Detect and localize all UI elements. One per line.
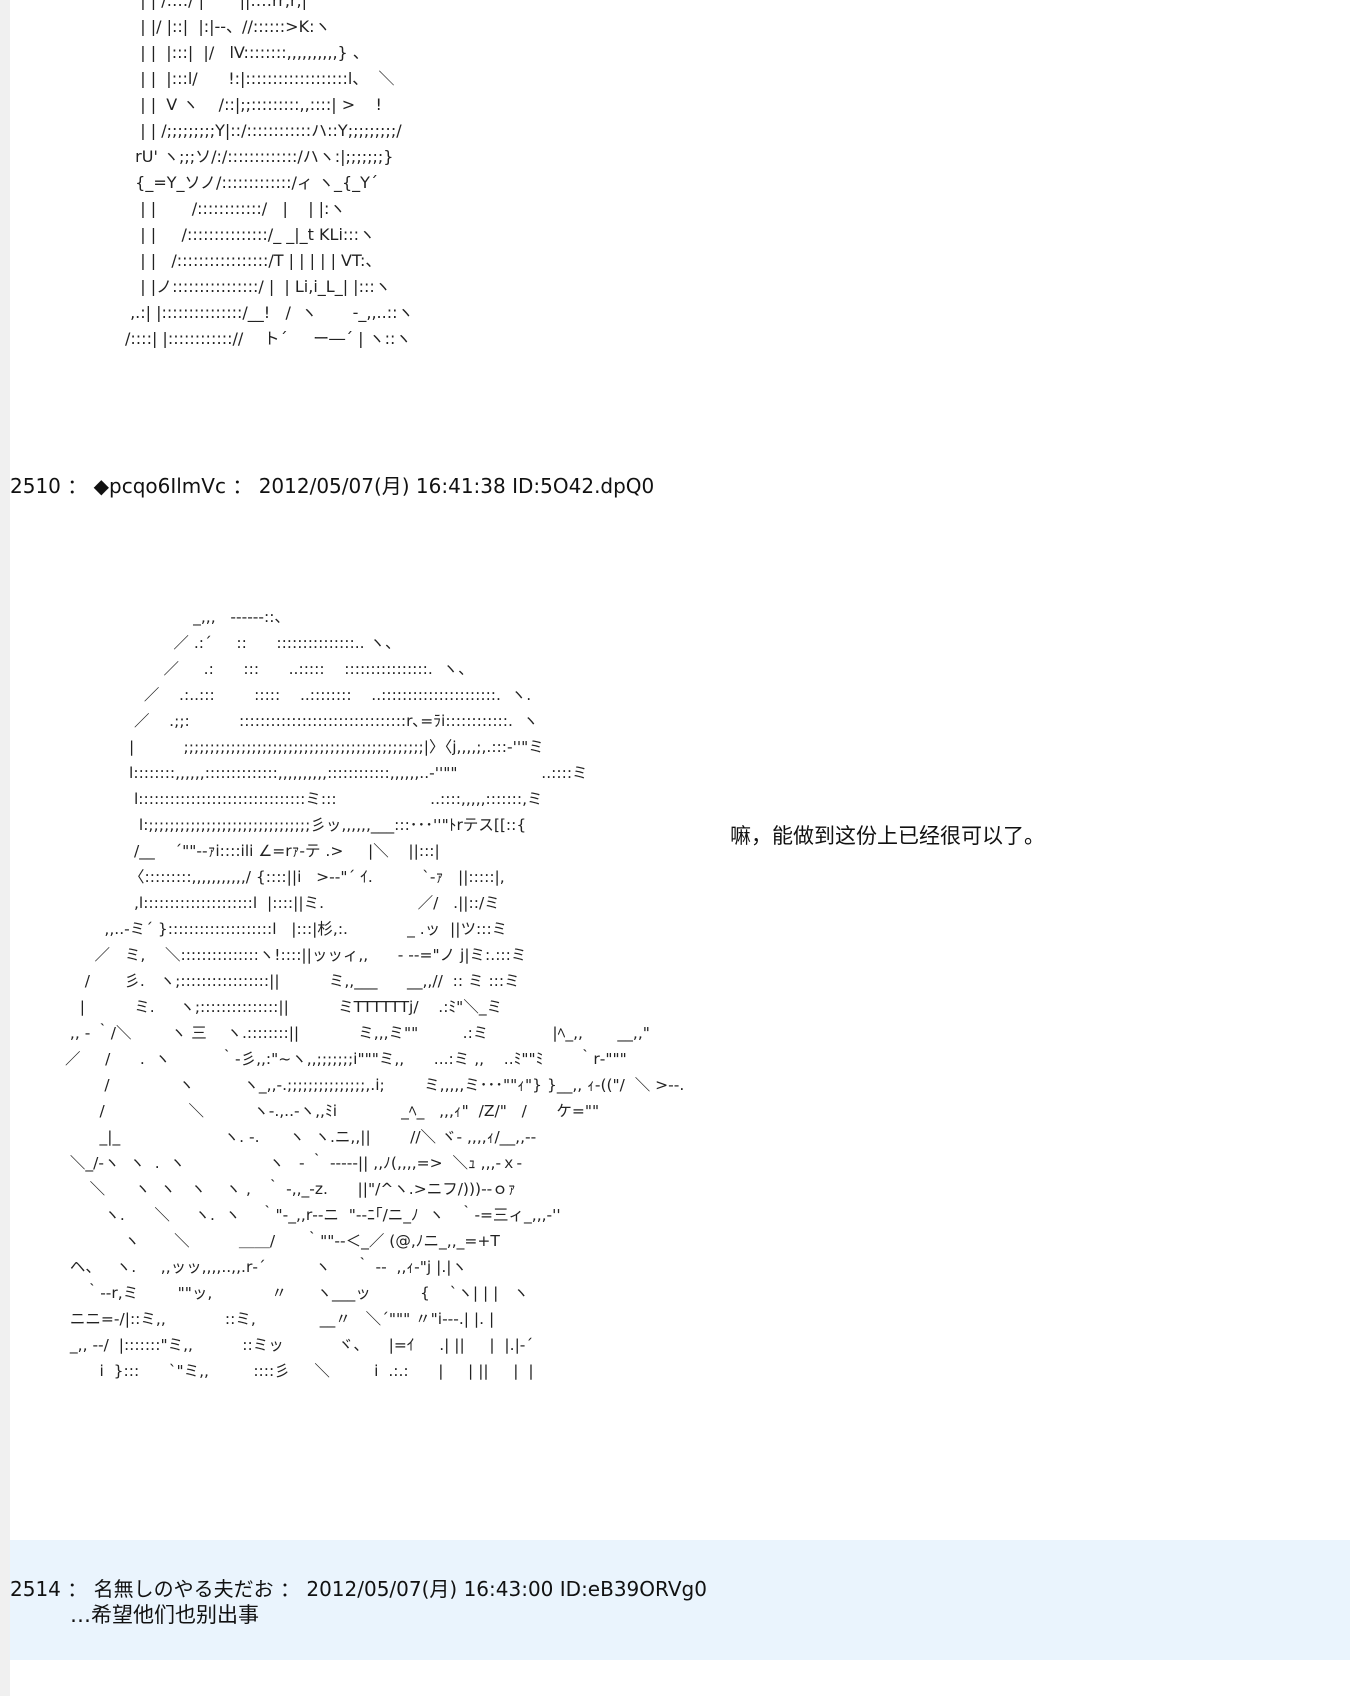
- poster-trip: ◆pcqo6IlmVc: [93, 474, 226, 498]
- thread-page: | | /::::/ | ||::::rr,r,| | |/ |::| |:|-…: [10, 0, 1350, 1696]
- post-number[interactable]: 2510: [10, 474, 61, 498]
- poster-id[interactable]: ID:eB39ORVg0: [559, 1577, 707, 1601]
- post-separator: ：: [67, 1577, 88, 1601]
- post-header-2514: 2514 ： 名無しのやる夫だお ： 2012/05/07(月) 16:43:0…: [10, 1576, 707, 1602]
- post-separator: ：: [232, 474, 253, 498]
- post-header-2510: 2510 ： ◆pcqo6IlmVc ： 2012/05/07(月) 16:41…: [10, 473, 654, 499]
- poster-id[interactable]: ID:5O42.dpQ0: [512, 474, 655, 498]
- post-separator: ：: [67, 474, 88, 498]
- post-date: 2012/05/07(月) 16:41:38: [258, 474, 506, 498]
- ascii-art-top: | | /::::/ | ||::::rr,r,| | |/ |::| |:|-…: [125, 0, 414, 348]
- post-number[interactable]: 2514: [10, 1577, 61, 1601]
- post-separator: ：: [279, 1577, 300, 1601]
- post-date: 2012/05/07(月) 16:43:00: [306, 1577, 554, 1601]
- poster-name: 名無しのやる夫だお: [93, 1577, 274, 1601]
- ascii-art-main: _,,, ‐‐‐‐‐‐::、 ／ .:´ :: :::::::::::::::.…: [65, 608, 685, 1380]
- post-block-2514: [10, 1540, 1350, 1660]
- speech-text: 嘛，能做到这份上已经很可以了。: [730, 824, 1045, 848]
- post-body-2514: …希望他们也别出事: [70, 1603, 259, 1627]
